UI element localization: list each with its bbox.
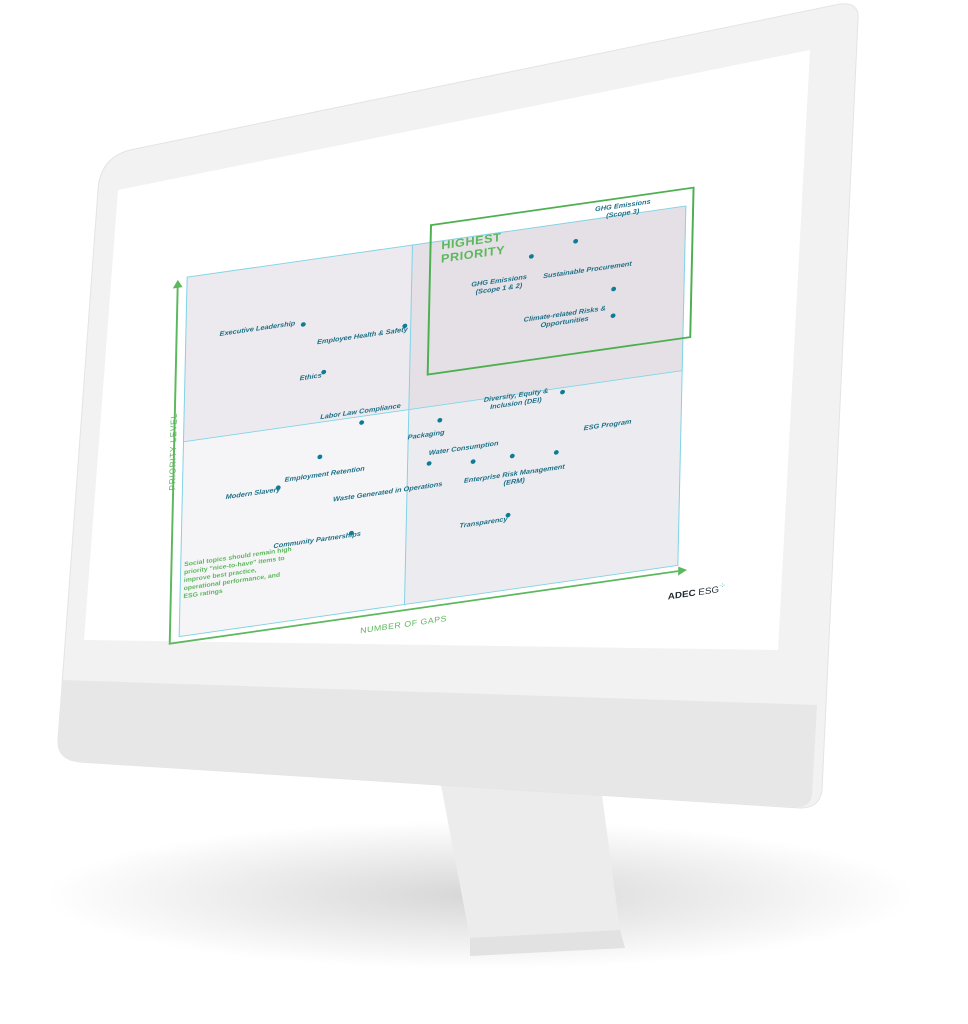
brand-logo: ADEC ESG⁘	[668, 581, 726, 602]
monitor-stand	[440, 780, 620, 938]
brand-suffix: ESG	[698, 585, 720, 598]
brand-name: ADEC	[667, 588, 696, 603]
y-axis-arrow-icon	[172, 279, 183, 289]
y-axis-label: PRIORITY LEVEL	[167, 412, 179, 492]
brand-dots-icon: ⁘	[719, 581, 726, 591]
x-axis-arrow-icon	[678, 565, 688, 576]
